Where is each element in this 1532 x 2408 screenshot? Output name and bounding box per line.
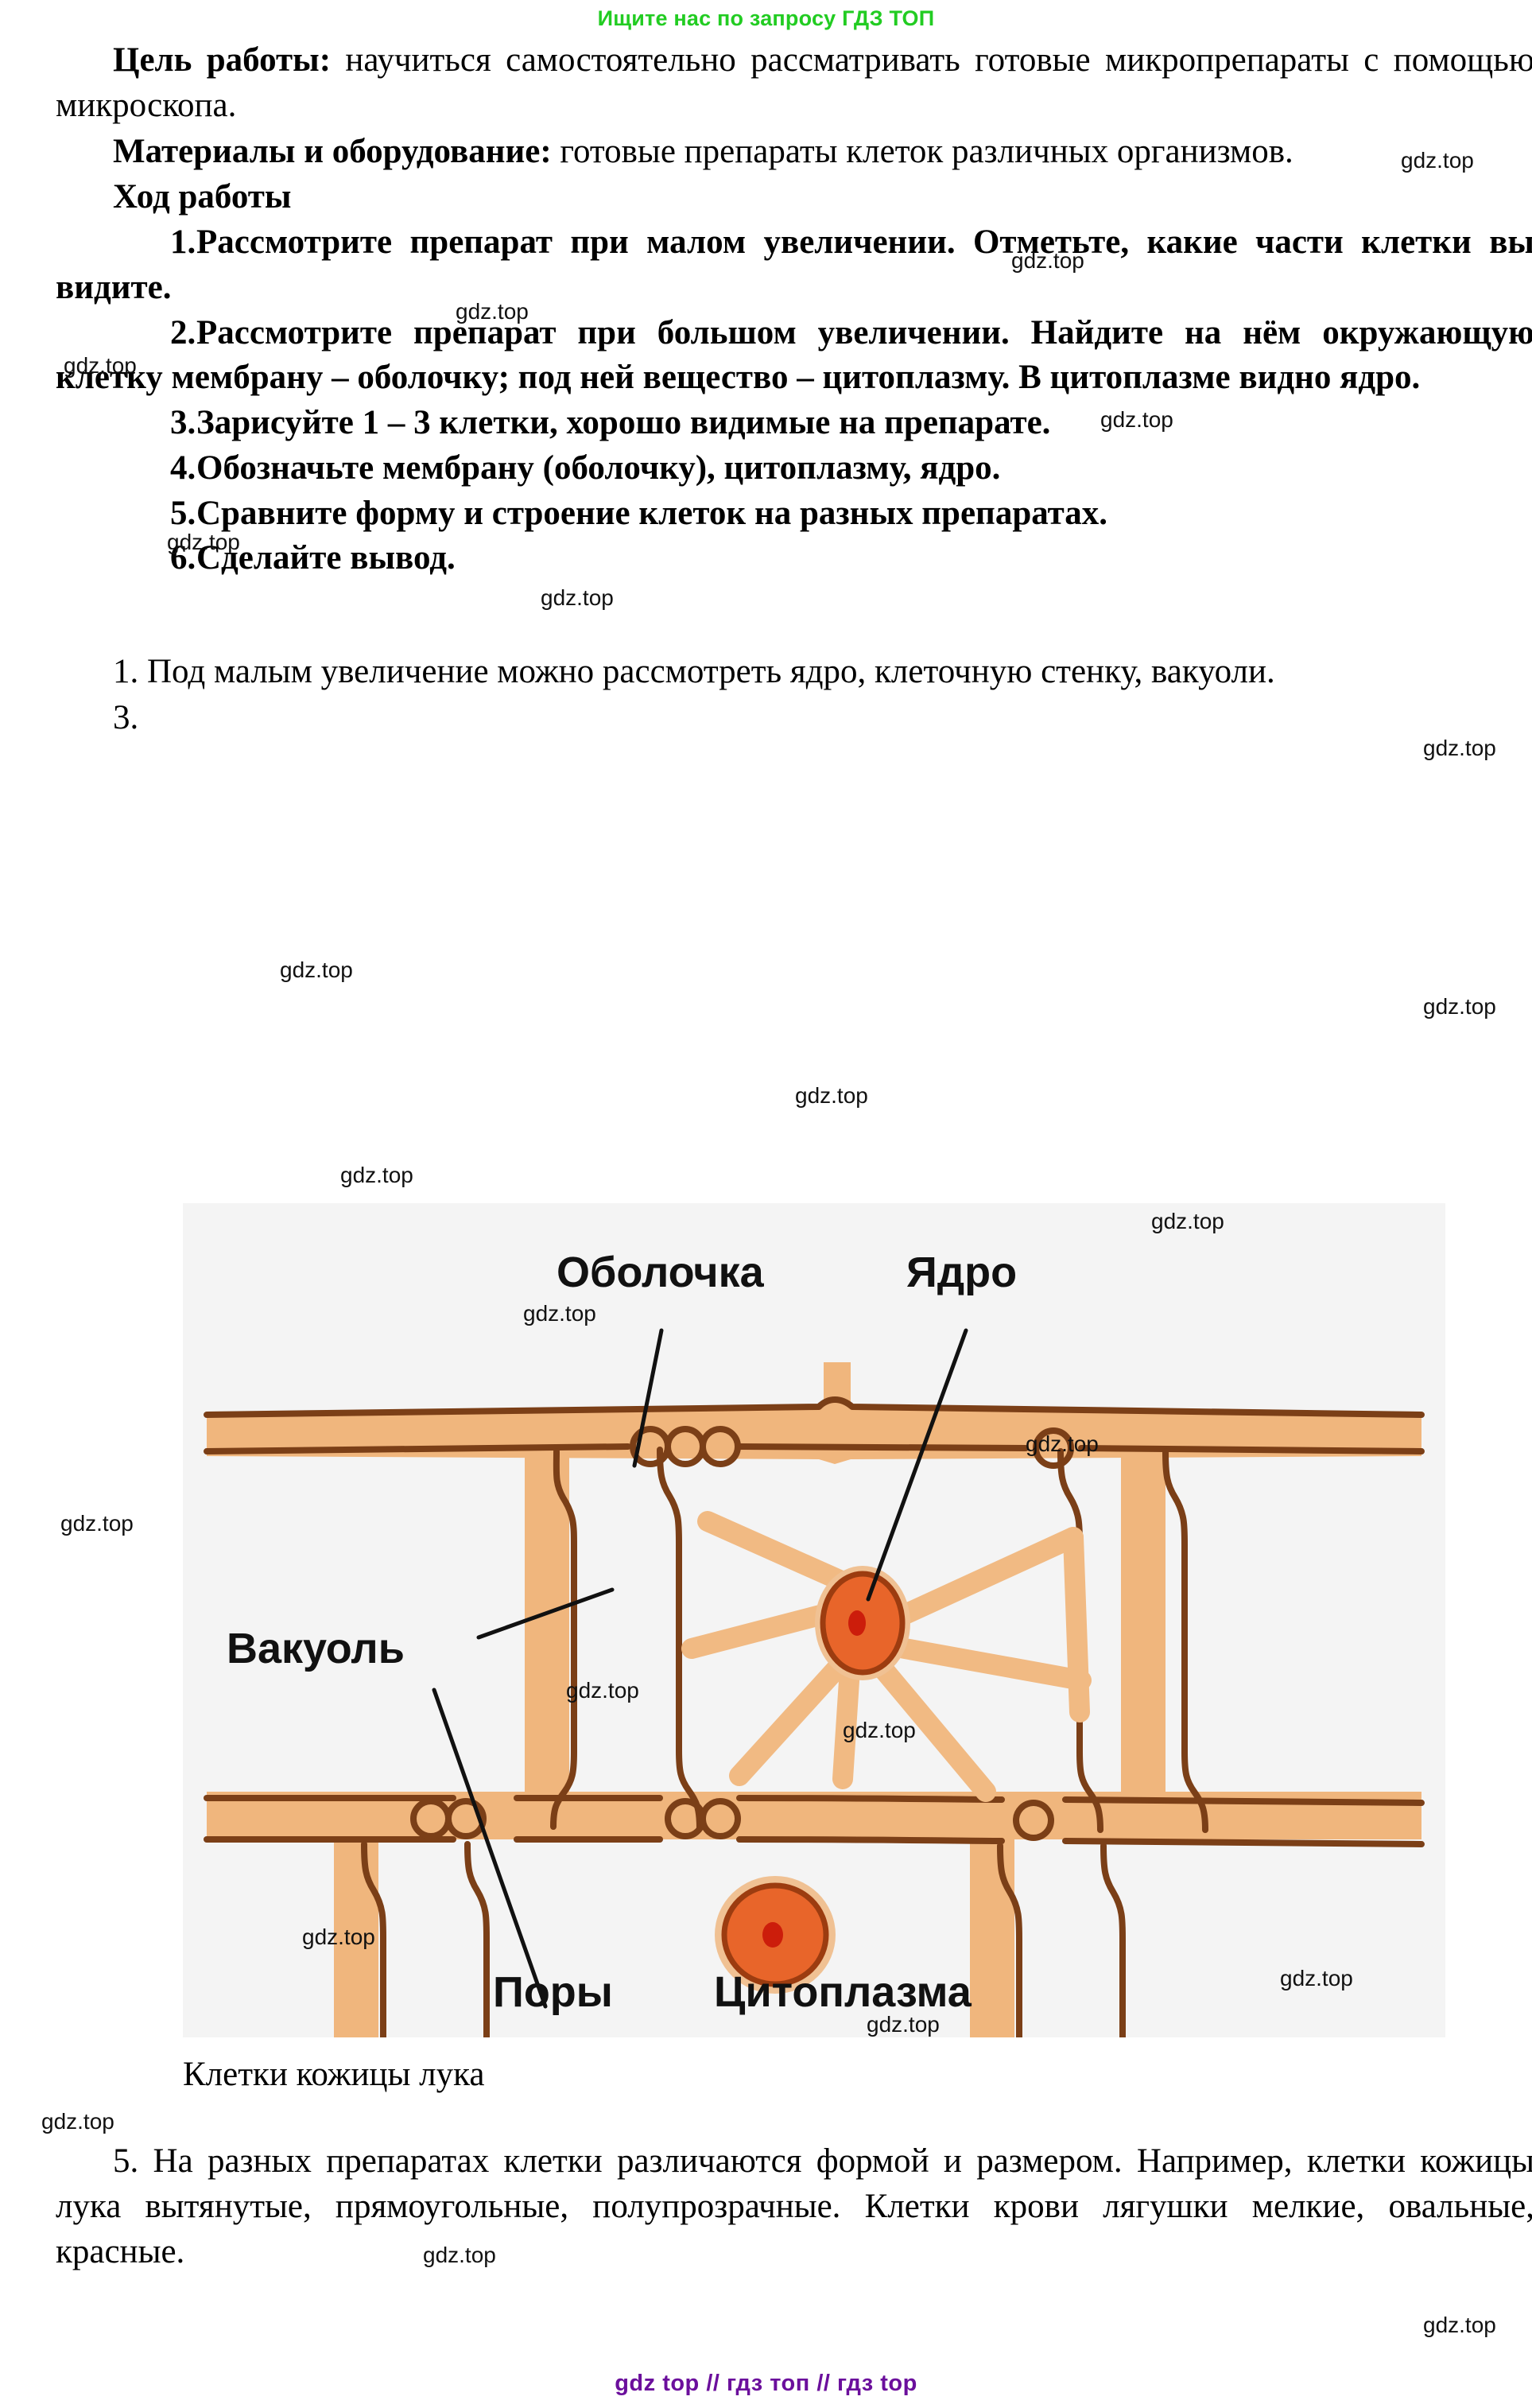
answer-text: Под малым увеличение можно рассмотреть я… (147, 653, 1275, 690)
membrane-cell-l1-left (361, 1841, 386, 2037)
materials-text: готовые препараты клеток различных орган… (551, 132, 1293, 170)
membrane-mid-upper-d (1062, 1796, 1425, 1806)
figure-label-cytoplasm-visible: Цитоплазма (714, 1968, 972, 2016)
step-item-1: 1.Рассмотрите препарат при малом увеличе… (56, 220, 1532, 311)
nucleolus-2 (762, 1922, 783, 1948)
wall-band-mid (207, 1792, 1421, 1839)
step-number: 4. (170, 449, 196, 487)
answer-item-3: 3. (56, 696, 1532, 741)
cytoplasm-strand-8 (1063, 1527, 1090, 1722)
wall-vertical-u1 (525, 1442, 569, 1808)
nucleus-group (715, 1566, 910, 1994)
procedure-heading: Ход работы (56, 175, 1532, 220)
step-item-2: 2.Рассмотрите препарат при большом увели… (56, 311, 1532, 402)
step-number: 5. (170, 494, 196, 532)
step-number: 1. (170, 223, 196, 261)
step-text: Обозначьте мембрану (оболочку), цитоплаз… (196, 449, 1001, 487)
answer-item-5: 5. На разных препаратах клетки различают… (56, 2139, 1532, 2274)
footer-banner: gdz top // гдз топ // гдз top (0, 2371, 1532, 2397)
promo-banner: Ищите нас по запросу ГДЗ ТОП (0, 0, 1532, 31)
membrane-top-lower-c (1078, 1445, 1425, 1455)
membrane-top-upper (204, 1396, 1425, 1418)
step-number: 3. (170, 404, 196, 441)
leader-line-nucleus (866, 1328, 968, 1602)
step-item-3: 3.Зарисуйте 1 – 3 клетки, хорошо видимые… (56, 401, 1532, 446)
step-text: Сравните форму и строение клеток на разн… (196, 494, 1108, 532)
answer-number: 1. (113, 653, 139, 690)
step-item-4: 4.Обозначьте мембрану (оболочку), цитопл… (56, 446, 1532, 491)
cytoplasm-strand-4 (872, 1527, 1084, 1635)
step-number: 6. (170, 539, 196, 577)
membrane-mid-lower-d (1062, 1838, 1425, 1847)
figure-caption: Клетки кожицы лука (183, 2056, 485, 2093)
onion-cell-diagram: Оболочка Ядро Вакуоль Поры Цитоплазма По… (183, 1203, 1445, 2037)
materials-label: Материалы и оборудование: (113, 132, 552, 170)
goal-paragraph: Цель работы: научиться самостоятельно ра… (56, 38, 1532, 129)
step-text: Рассмотрите препарат при большом увеличе… (56, 313, 1532, 397)
watermark-10: gdz.top (795, 1083, 868, 1108)
membrane-cell-l2-right (1100, 1843, 1126, 2037)
leader-line-vacuole-b (432, 1688, 548, 2009)
step-text: Рассмотрите препарат при малом увеличени… (56, 223, 1532, 306)
membrane-mid-upper-c (736, 1795, 1005, 1803)
wall-vertical-l1 (334, 1808, 378, 2037)
leader-line-membrane (632, 1328, 664, 1468)
footer-text: gdz top // гдз топ // гдз top (615, 2371, 917, 2396)
membrane-outline-group (204, 1396, 1425, 2037)
figure-bottom-labels: Поры Цитоплазма (493, 1968, 972, 2016)
answer-text: На разных препаратах клетки различаются … (56, 2142, 1532, 2270)
figure-label-membrane: Оболочка (557, 1249, 765, 1296)
watermark-8: gdz.top (280, 957, 353, 982)
membrane-cell-l2-left (997, 1843, 1022, 2037)
membrane-top-lower-b (736, 1443, 1029, 1451)
answer-block-5: 5. На разных препаратах клетки различают… (56, 2139, 1532, 2275)
membrane-top-lower-a (204, 1443, 631, 1455)
wall-vertical-u2 (1121, 1442, 1165, 1808)
pore-circle-4 (1033, 1427, 1074, 1469)
watermark-11: gdz.top (340, 1163, 413, 1187)
goal-label: Цель работы: (113, 41, 332, 79)
onion-cell-svg: Оболочка Ядро Вакуоль Поры Цитоплазма По… (183, 1203, 1445, 2037)
leader-line-vacuole-a (476, 1587, 615, 1640)
promo-text: Ищите нас по запросу ГДЗ ТОП (597, 6, 935, 30)
nucleolus-1 (848, 1610, 866, 1636)
membrane-cell-u2-left (657, 1447, 703, 1831)
answer-number: 3. (113, 698, 139, 736)
wall-vertical-l2 (970, 1808, 1014, 2037)
step-item-5: 5.Сравните форму и строение клеток на ра… (56, 491, 1532, 537)
answer-item-1: 1. Под малым увеличение можно рассмотрет… (56, 650, 1532, 695)
goal-text: научиться самостоятельно рассматривать г… (56, 41, 1532, 124)
figure-label-vacuole: Вакуоль (227, 1625, 405, 1672)
figure-label-nucleus: Ядро (906, 1249, 1017, 1296)
watermark-14: gdz.top (60, 1511, 134, 1536)
watermark-9: gdz.top (1423, 994, 1496, 1019)
pore-circle-9 (1013, 1800, 1054, 1841)
wall-stub-top (824, 1362, 851, 1418)
step-text: Сделайте вывод. (196, 539, 456, 577)
membrane-mid-lower-c (736, 1836, 1005, 1844)
figure-label-pores-visible: Поры (493, 1968, 613, 2016)
cytoplasm-strand-6 (861, 1645, 996, 1802)
materials-paragraph: Материалы и оборудование: готовые препар… (56, 130, 1532, 175)
pore-circle-6 (445, 1798, 487, 1839)
membrane-cell-l1-right (464, 1841, 490, 2037)
procedure-heading-text: Ход работы (113, 178, 292, 216)
step-item-6: 6.Сделайте вывод. (56, 536, 1532, 581)
watermark-23: gdz.top (1423, 2313, 1496, 2337)
leader-line-group (432, 1328, 968, 2009)
step-text: Зарисуйте 1 – 3 клетки, хорошо видимые н… (196, 404, 1051, 441)
pore-circle-3 (700, 1426, 741, 1467)
figure-label-group: Оболочка Ядро Вакуоль Поры Цитоплазма (227, 1249, 1017, 1672)
cytoplasm-strand-5 (877, 1635, 1092, 1691)
answer-number: 5. (113, 2142, 139, 2180)
watermark-21: gdz.top (41, 2109, 114, 2134)
pore-circle-8 (700, 1798, 741, 1839)
step-number: 2. (170, 313, 196, 351)
document-body: Цель работы: научиться самостоятельно ра… (56, 38, 1532, 742)
